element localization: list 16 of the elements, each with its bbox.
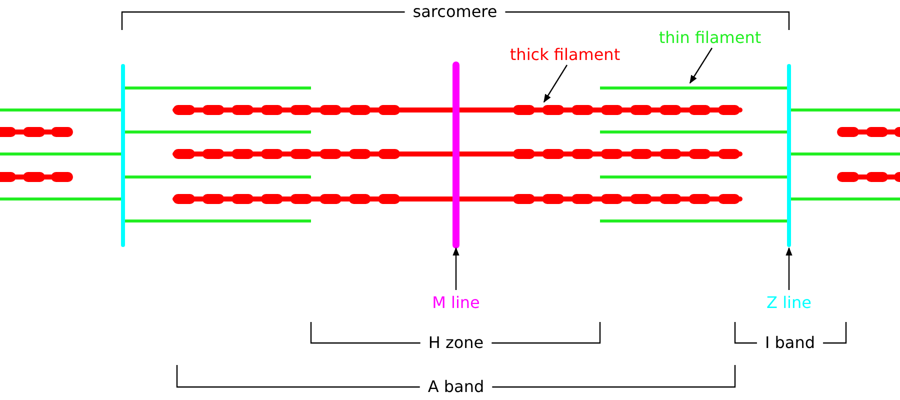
dimension-label: H zone bbox=[428, 334, 484, 352]
thick-filament bbox=[172, 105, 742, 115]
leader-line bbox=[452, 247, 460, 290]
structure-label: thick filament bbox=[510, 46, 620, 64]
thin-filament bbox=[600, 86, 789, 90]
dimension-label: A band bbox=[428, 378, 484, 396]
m-line-bar bbox=[452, 62, 460, 248]
leader-line bbox=[543, 64, 568, 103]
structure-label: M line bbox=[432, 294, 480, 312]
leader-line bbox=[690, 48, 712, 84]
structure-label: thin filament bbox=[658, 29, 762, 47]
z-line-bar bbox=[787, 64, 791, 247]
structure-label: Z line bbox=[766, 294, 812, 312]
dimension-label: sarcomere bbox=[412, 3, 498, 21]
leader-line bbox=[786, 247, 792, 290]
dimension-label: I band bbox=[764, 334, 816, 352]
